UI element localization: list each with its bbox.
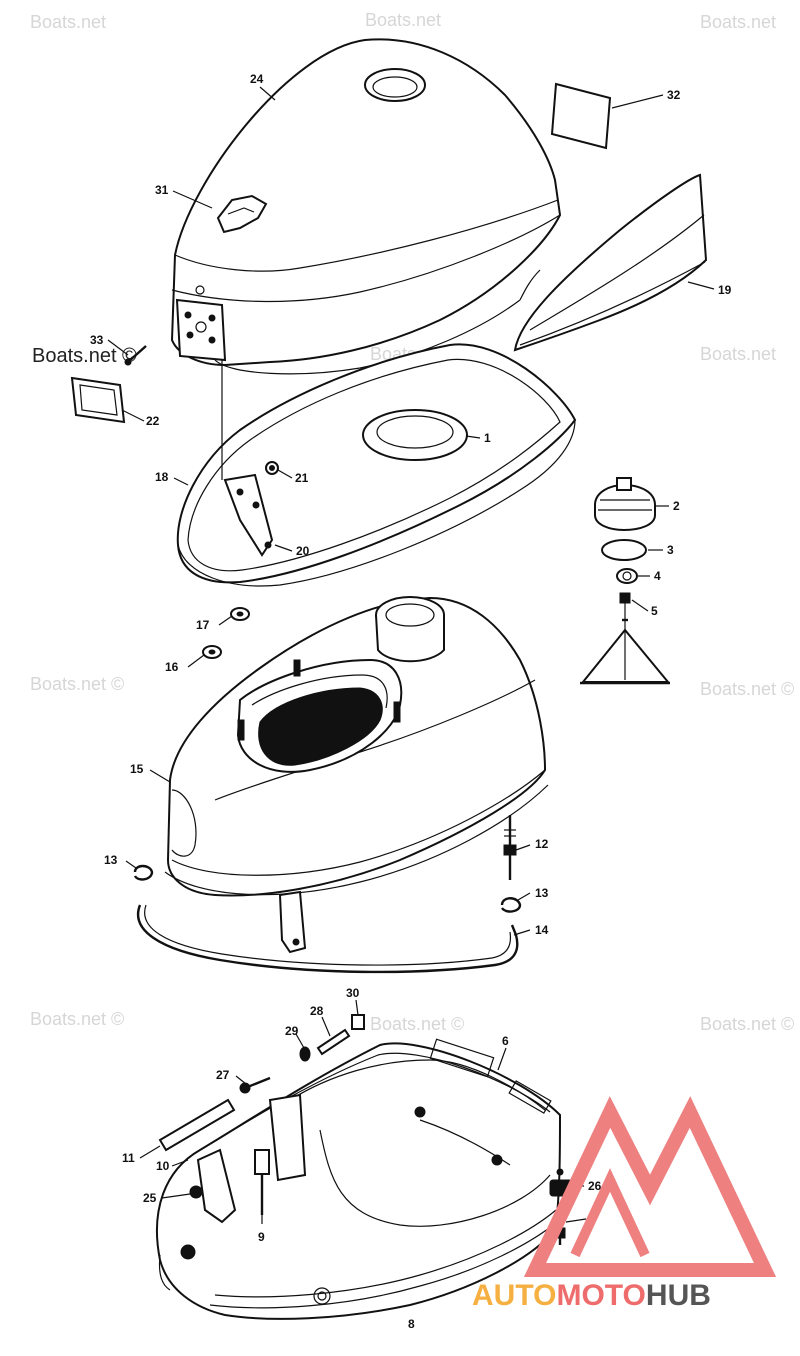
part-stud-12	[503, 815, 517, 880]
part-gasket-22	[70, 376, 126, 424]
part-label-9: 9	[258, 1230, 265, 1244]
part-label-1: 1	[484, 431, 491, 445]
watermark: Boats.net	[365, 10, 441, 30]
part-label-4: 4	[654, 569, 661, 583]
part-labels: 24 32 31 19 33 22 1 18 21 20 2 3 4 5 17 …	[90, 72, 732, 1331]
part-label-30: 30	[346, 986, 360, 1000]
watermark-dark: Boats.net ©	[32, 345, 137, 367]
part-washer-29	[299, 1046, 311, 1062]
part-lower-pan-6	[156, 1038, 562, 1320]
part-decal	[550, 82, 612, 150]
part-label-14: 14	[535, 923, 549, 937]
part-label-22: 22	[146, 414, 160, 428]
watermark: Boats.net ©	[700, 679, 794, 699]
part-label-13: 13	[104, 853, 118, 867]
part-label-20: 20	[296, 544, 310, 558]
part-label-18: 18	[155, 470, 169, 484]
logo-text-auto: AUTOMOTOHUB	[472, 1279, 711, 1312]
part-bolt-27	[239, 1076, 271, 1094]
part-top-cowl	[170, 38, 562, 375]
watermark: Boats.net	[700, 344, 776, 364]
part-grommet-17	[230, 607, 250, 621]
part-label-2: 2	[673, 499, 680, 513]
watermark: Boats.net	[700, 12, 776, 32]
part-screw-33	[124, 345, 147, 366]
part-label-8: 8	[408, 1317, 415, 1331]
watermark: Boats.net ©	[370, 1014, 464, 1034]
watermark: Boats.net	[30, 12, 106, 32]
leader-lines	[107, 86, 715, 1224]
part-label-13: 13	[535, 886, 549, 900]
part-label-5: 5	[651, 604, 658, 618]
part-label-19: 19	[718, 283, 732, 297]
part-label-12: 12	[535, 837, 549, 851]
part-label-24: 24	[250, 72, 264, 86]
part-label-28: 28	[310, 1004, 324, 1018]
part-label-32: 32	[667, 88, 681, 102]
part-bolt-28	[316, 1028, 351, 1056]
part-trim-strip-11	[158, 1098, 236, 1152]
part-nut-30	[351, 1014, 365, 1030]
part-label-11: 11	[122, 1151, 135, 1165]
watermark: Boats.net ©	[30, 1009, 124, 1029]
part-seal-strip-14	[137, 904, 519, 974]
part-label-10: 10	[156, 1159, 170, 1173]
part-label-3: 3	[667, 543, 674, 557]
watermark: Boats.net ©	[700, 1014, 794, 1034]
part-label-33: 33	[90, 333, 104, 347]
part-clip-13-right	[500, 897, 522, 913]
part-label-29: 29	[285, 1024, 299, 1038]
part-label-17: 17	[196, 618, 210, 632]
part-label-25: 25	[143, 1191, 157, 1205]
part-fuel-cap-assembly	[580, 477, 671, 685]
part-label-16: 16	[165, 660, 179, 674]
part-screw-9	[254, 1149, 270, 1215]
part-label-27: 27	[216, 1068, 230, 1082]
part-clip-13-left	[133, 864, 154, 881]
part-middle-cowl-15	[164, 596, 549, 954]
part-label-6: 6	[502, 1034, 509, 1048]
part-cowl-seal-18	[176, 343, 577, 587]
part-label-21: 21	[295, 471, 309, 485]
automotohub-logo: AUTOMOTOHUB	[472, 1096, 777, 1312]
part-label-31: 31	[155, 183, 169, 197]
logo-triangle-icon	[523, 1096, 777, 1277]
watermark: Boats.net ©	[30, 674, 124, 694]
part-label-15: 15	[130, 762, 144, 776]
part-label-26: 26	[588, 1179, 602, 1193]
part-nut-16	[202, 645, 222, 659]
part-side-panel	[513, 173, 708, 352]
